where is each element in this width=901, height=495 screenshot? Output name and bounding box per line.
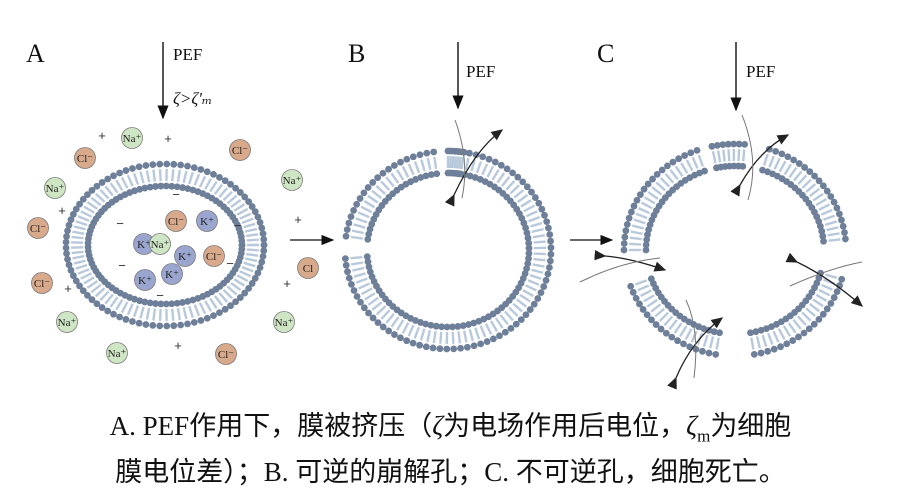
outer-ion-label-3: Na⁺ <box>46 183 65 195</box>
minus-charge-3: − <box>226 256 234 271</box>
outer-ion-7: Cl⁻ <box>31 272 53 294</box>
inner-ion-label-7: Cl⁻ <box>206 251 222 263</box>
caption-zeta-m-sub: m <box>697 426 711 446</box>
pore-arrow-layer <box>444 114 863 390</box>
outer-ion-2: Cl⁻ <box>229 139 251 161</box>
outer-ion-label-7: Cl⁻ <box>34 278 50 290</box>
caption-line-1: A. PEF作用下，膜被挤压（ζ为电场作用后电位，ζm为细胞 <box>0 404 901 446</box>
pef-label-b: PEF <box>466 62 495 81</box>
caption-text-a: A. PEF作用下，膜被挤压（ <box>109 411 433 441</box>
plus-charge-0: + <box>164 131 172 146</box>
pore-flow-arrow-c-1 <box>730 134 790 197</box>
outer-ion-label-11: Cl⁻ <box>218 349 234 361</box>
membrane-segment-c-1 <box>759 145 849 245</box>
inner-ion-label-2: K⁺ <box>137 239 151 251</box>
plus-charge-3: + <box>64 281 72 296</box>
outer-ion-label-0: Na⁺ <box>123 133 142 145</box>
outer-ion-label-9: Na⁺ <box>275 317 294 329</box>
electroporation-diagram: A B C PEF ζ>ζ'ₘ PEF PEF Na⁺ Cl⁻ Cl⁻ Na⁺ Na⁺ C… <box>26 39 863 390</box>
plus-charge-6: + <box>98 128 106 143</box>
inner-ion-0: Cl⁻ <box>165 210 187 232</box>
outer-ion-5: Cl⁻ <box>27 217 49 239</box>
outer-ion-label-1: Cl⁻ <box>77 153 93 165</box>
membrane-intact-a <box>62 160 268 330</box>
inner-ion-6: K⁺ <box>134 269 156 291</box>
caption-zeta: ζ <box>432 411 444 441</box>
pef-label-c: PEF <box>746 62 775 81</box>
membrane-segment-b-2 <box>342 148 441 243</box>
inner-ion-1: K⁺ <box>196 210 218 232</box>
panel-letter-a: A <box>26 39 45 68</box>
outer-ion-8: Na⁺ <box>56 311 78 333</box>
caption-zeta-m: ζ <box>686 411 698 441</box>
outer-ion-9: Na⁺ <box>273 311 295 333</box>
pore-edge-c-3 <box>789 261 863 287</box>
plus-charge-1: + <box>58 203 66 218</box>
inner-ion-label-0: Cl⁻ <box>168 216 184 228</box>
inner-ion-3: Na⁺ <box>149 233 171 255</box>
outer-ion-6: Cl <box>297 257 319 279</box>
inner-ion-label-1: K⁺ <box>200 216 214 228</box>
ion-layer: Na⁺Cl⁻Cl⁻Na⁺Na⁺Cl⁻ClCl⁻Na⁺Na⁺Na⁺Cl⁻Cl⁻K⁺… <box>27 127 319 365</box>
membrane-segment-c-5 <box>708 140 749 172</box>
pore-edge-c-2 <box>579 257 661 283</box>
inner-ion-label-6: K⁺ <box>138 275 152 287</box>
panel-letter-b: B <box>348 39 365 68</box>
inner-ion-label-5: K⁺ <box>165 269 179 281</box>
pore-edge-c-1 <box>741 114 754 201</box>
membrane-segment-c-4 <box>620 146 708 254</box>
panel-letter-c: C <box>597 39 614 68</box>
caption-text-b: 为电场作用后电位， <box>443 411 687 441</box>
plus-charge-5: + <box>174 338 182 353</box>
outer-ion-0: Na⁺ <box>121 127 143 149</box>
outer-ion-label-8: Na⁺ <box>58 317 77 329</box>
outer-ion-label-4: Na⁺ <box>283 175 302 187</box>
minus-charge-5: − <box>172 187 180 202</box>
plus-charge-4: + <box>283 276 291 291</box>
caption-line-2: 膜电位差）；B. 可逆的崩解孔；C. 不可逆孔，细胞死亡。 <box>115 457 786 487</box>
minus-charge-4: − <box>156 288 164 303</box>
pore-flow-arrow-c-2 <box>594 249 667 272</box>
inner-ion-label-3: Na⁺ <box>151 239 170 251</box>
pore-flow-arrow-c-3 <box>785 252 863 307</box>
minus-charge-0: − <box>116 216 124 231</box>
outer-ion-label-6: Cl <box>303 263 313 275</box>
zeta-condition-label: ζ>ζ'ₘ <box>173 89 212 108</box>
inner-ion-5: K⁺ <box>161 263 183 285</box>
outer-ion-3: Na⁺ <box>44 177 66 199</box>
inner-ion-2: K⁺ <box>133 233 155 255</box>
pore-flow-arrow-b <box>444 129 504 207</box>
membrane-segment-c-3 <box>627 275 723 358</box>
outer-ion-10: Na⁺ <box>106 342 128 364</box>
outer-ion-11: Cl⁻ <box>215 343 237 365</box>
caption-text-c: 为细胞 <box>710 411 792 441</box>
plus-charge-2: + <box>294 212 302 227</box>
inner-ion-label-4: K⁺ <box>178 251 192 263</box>
minus-charge-1: − <box>234 218 242 233</box>
pore-edge-c-4 <box>685 299 697 379</box>
outer-ion-label-10: Na⁺ <box>108 348 127 360</box>
inner-ion-4: K⁺ <box>174 245 196 267</box>
pore-edge-b <box>454 119 466 199</box>
outer-ion-4: Na⁺ <box>281 169 303 191</box>
outer-ion-label-5: Cl⁻ <box>30 223 46 235</box>
outer-ion-1: Cl⁻ <box>74 147 96 169</box>
inner-ion-7: Cl⁻ <box>203 245 225 267</box>
outer-ion-label-2: Cl⁻ <box>232 145 248 157</box>
pef-label-a: PEF <box>173 45 202 64</box>
minus-charge-2: − <box>118 258 126 273</box>
